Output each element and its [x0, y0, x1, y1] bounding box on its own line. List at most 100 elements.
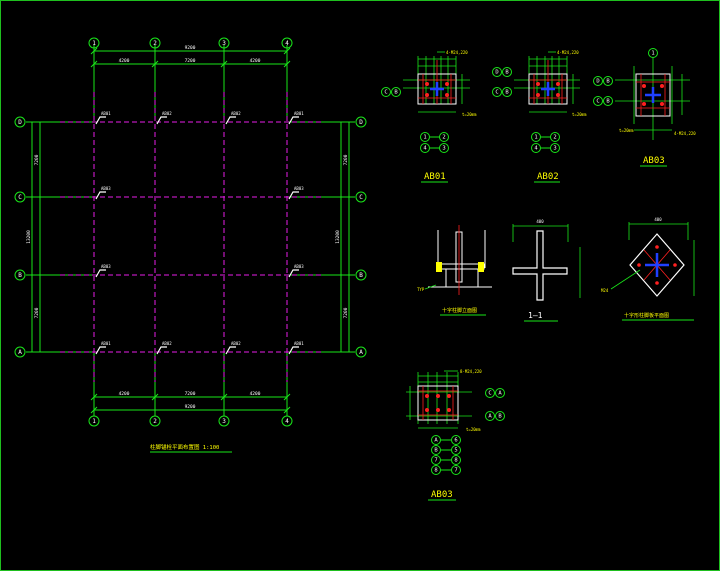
axis-label: 5 — [454, 448, 457, 454]
dim-total-bottom: 9200 — [185, 404, 196, 410]
section-1-1: 400 1—1 — [512, 219, 581, 322]
note-bolts: 8-M24,220 — [460, 369, 482, 374]
column-tag: AB02 — [231, 111, 241, 116]
column-tag: AB03 — [294, 264, 304, 269]
section-cross-elevation: TYP 十字柱脚立面图 — [417, 225, 492, 316]
anchor-bolt-plan: AB01 AB02 AB02 AB01 AB03 AB03 AB03 AB03 … — [14, 37, 367, 453]
section-caption: 十字形柱脚板平面图 — [624, 312, 669, 319]
dim-span-top-2: 7200 — [185, 58, 196, 64]
axis-label: 2 — [553, 135, 556, 141]
axis-label: D — [596, 79, 599, 85]
axis-label: 7 — [454, 468, 457, 474]
axis-label: C — [596, 99, 599, 105]
anchor-bolts — [425, 394, 451, 412]
axis-label: 1 — [92, 418, 96, 425]
axis-label: C — [359, 194, 363, 201]
axis-label: B — [606, 99, 610, 105]
axis-label: C — [18, 194, 22, 201]
axis-label: D — [495, 70, 498, 76]
axis-label: D — [18, 119, 22, 126]
axis-bubble — [355, 346, 367, 358]
anchor-bolts — [425, 82, 449, 97]
axis-label: A — [359, 349, 363, 356]
axis-label: A — [18, 349, 22, 356]
dim-total-right: 13200 — [335, 230, 341, 244]
note-bolts: 4-M24,220 — [557, 50, 579, 55]
column-tag: AB02 — [162, 111, 172, 116]
section-caption: 1—1 — [528, 311, 543, 320]
cross-column — [430, 82, 444, 96]
axis-label: 4 — [423, 146, 427, 152]
dim-span-left-1: 7200 — [34, 154, 40, 165]
axis-label: D — [359, 119, 363, 126]
plan-note: M24 — [601, 288, 609, 293]
axis-label: C — [384, 90, 387, 96]
anchor-bolts — [637, 245, 677, 285]
axis-label: B — [394, 90, 398, 96]
note-plate: t=20mm — [466, 427, 481, 432]
axis-label: 1 — [651, 51, 654, 57]
dim-span-top-1: 4200 — [119, 58, 130, 64]
dim-span-bottom-1: 4200 — [119, 391, 130, 397]
axis-bubble — [149, 415, 161, 427]
note-bolts: 4-M24,220 — [446, 50, 468, 55]
axis-bubble — [218, 37, 230, 49]
axis-bubble — [14, 191, 26, 203]
axis-grid — [60, 92, 322, 382]
anchor-bolts — [536, 82, 560, 97]
detail-title: AB01 — [424, 172, 446, 182]
axis-label: 8 — [454, 458, 457, 464]
detail-title: AB02 — [537, 172, 559, 182]
axis-bubble — [149, 37, 161, 49]
note-bolts: 4-M24,220 — [674, 131, 696, 136]
axis-label: 1 — [423, 135, 426, 141]
dim-span-right-3: 7200 — [343, 307, 349, 318]
column-tag: AB03 — [101, 264, 111, 269]
axis-label: 2 — [442, 135, 445, 141]
column-tag: AB01 — [294, 341, 304, 346]
axis-label: 3 — [442, 146, 445, 152]
elevation-note: TYP — [417, 287, 425, 292]
axis-label: B — [359, 272, 363, 279]
axis-label: 2 — [153, 40, 157, 47]
axis-label: 6 — [454, 438, 457, 444]
axis-label: 4 — [285, 40, 289, 47]
plan-caption: 柱脚锚栓平面布置图 1:100 — [150, 443, 219, 451]
axis-label: A — [498, 391, 502, 397]
axis-label: B — [505, 70, 509, 76]
axis-label: 3 — [553, 146, 556, 152]
section-cross-plan: 400 M24 十字形柱脚板平面图 — [601, 217, 695, 321]
anchor-bolts — [642, 84, 664, 106]
axis-label: 7 — [434, 458, 437, 464]
section-caption: 十字柱脚立面图 — [442, 307, 477, 314]
axis-label: 4 — [285, 418, 289, 425]
dim-total-left: 13200 — [26, 230, 32, 244]
axis-bubble — [88, 415, 100, 427]
axis-bubble — [14, 346, 26, 358]
dim-span-right-1: 7200 — [343, 154, 349, 165]
detail-title: AB03 — [643, 156, 665, 166]
axis-label: A — [488, 414, 492, 420]
dim-span-bottom-2: 7200 — [185, 391, 196, 397]
column-tag: AB03 — [294, 186, 304, 191]
axis-bubble — [14, 269, 26, 281]
detail-ab02: 4-M24,220 t=20mm D B C B 1 2 4 3 AB02 — [492, 50, 587, 183]
axis-bubble — [355, 116, 367, 128]
axis-label: 8 — [434, 468, 437, 474]
column-tag: AB01 — [101, 111, 111, 116]
axis-label: 1 — [534, 135, 537, 141]
axis-bubble — [281, 37, 293, 49]
axis-bubble — [355, 269, 367, 281]
base-plate — [635, 73, 671, 117]
column-tag: AB02 — [162, 341, 172, 346]
note-plate: t=20mm — [572, 112, 587, 117]
axis-label: B — [434, 448, 438, 454]
axis-label: 4 — [534, 146, 538, 152]
cross-column — [541, 82, 555, 96]
dim-span-top-3: 4200 — [250, 58, 261, 64]
dim-text: 400 — [536, 219, 544, 224]
axis-label: C — [488, 391, 491, 397]
column-tag: AB03 — [101, 186, 111, 191]
cross-column — [645, 253, 669, 277]
